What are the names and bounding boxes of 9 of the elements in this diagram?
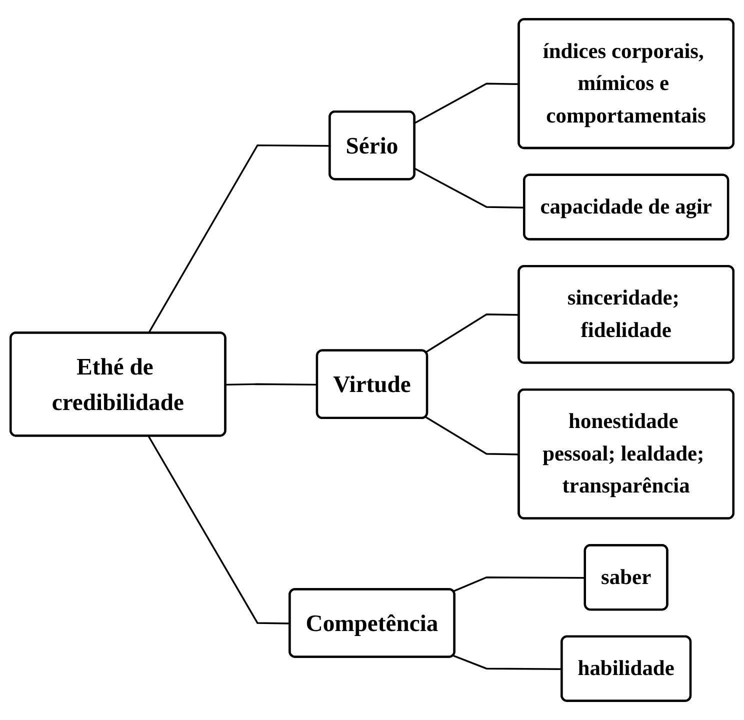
connector [148, 436, 290, 624]
connector [453, 576, 586, 592]
connector [453, 654, 562, 670]
connector [414, 168, 525, 208]
connector [226, 383, 318, 386]
connector [414, 82, 520, 124]
connector [148, 144, 330, 334]
connector [425, 314, 520, 353]
connector [425, 416, 520, 456]
